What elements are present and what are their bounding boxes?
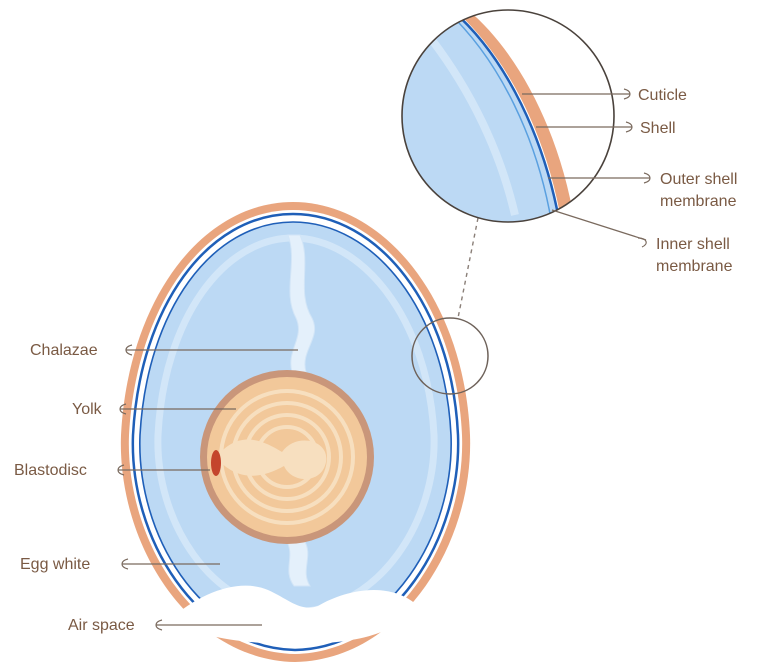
label-inner-membrane-2: membrane	[656, 258, 733, 275]
label-inner-membrane-1: Inner shell	[656, 236, 730, 253]
blastodisc	[211, 450, 221, 476]
label-yolk: Yolk	[72, 401, 103, 418]
zoom-connector	[458, 218, 478, 318]
label-chalazae: Chalazae	[30, 342, 98, 359]
label-air-space: Air space	[68, 617, 135, 634]
label-outer-membrane-1: Outer shell	[660, 171, 737, 188]
label-outer-membrane-2: membrane	[660, 193, 737, 210]
label-cuticle: Cuticle	[638, 87, 687, 104]
label-egg-white: Egg white	[20, 556, 90, 573]
yolk	[200, 370, 374, 544]
label-blastodisc: Blastodisc	[14, 462, 87, 479]
label-shell: Shell	[640, 120, 676, 137]
